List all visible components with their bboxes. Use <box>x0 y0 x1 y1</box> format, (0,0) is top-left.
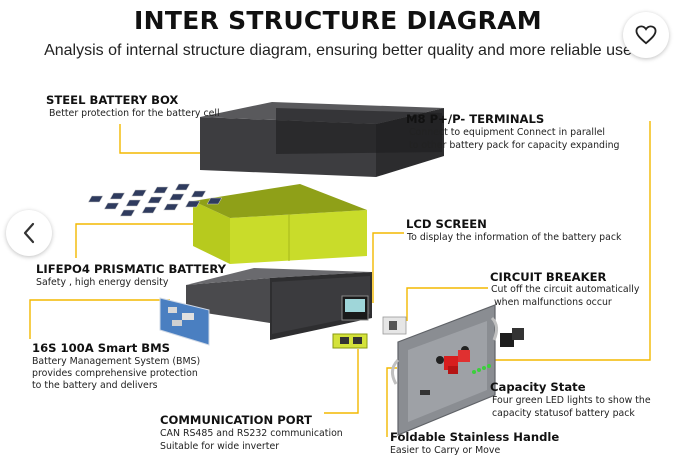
page-subtitle: Analysis of internal structure diagram, … <box>44 42 632 59</box>
comm-port-desc-2: Suitable for wide inverter <box>160 441 280 452</box>
heart-icon <box>635 25 657 45</box>
handle-title: Foldable Stainless Handle <box>390 430 560 444</box>
lifepo4-battery-cells <box>87 183 367 264</box>
steel-box-title: STEEL BATTERY BOX <box>46 93 179 107</box>
favorite-button[interactable] <box>623 12 669 58</box>
communication-port <box>332 333 368 349</box>
chevron-left-icon <box>23 222 35 244</box>
handle-desc: Easier to Carry or Move <box>390 445 501 456</box>
capacity-desc-2: capacity statusof battery pack <box>492 408 635 419</box>
lcd-screen <box>341 295 369 321</box>
lcd-desc: To display the information of the batter… <box>407 232 622 243</box>
lcd-title: LCD SCREEN <box>406 217 487 231</box>
bms-desc-1: Battery Management System (BMS) <box>32 356 201 367</box>
comm-port-desc-1: CAN RS485 and RS232 communication <box>160 428 343 439</box>
breaker-desc-1: Cut off the circuit automatically <box>491 284 640 295</box>
terminals-title: M8 P+/P- TERMINALS <box>406 112 545 126</box>
breaker-desc-2: when malfunctions occur <box>494 297 612 308</box>
terminals-desc-1: Connect to equipment Connect in parallel <box>409 127 605 138</box>
comm-port-title: COMMUNICATION PORT <box>160 413 312 427</box>
bms-board <box>159 297 210 346</box>
capacity-title: Capacity State <box>490 380 586 394</box>
battery-desc: Safety , high energy density <box>36 277 169 288</box>
page-title: INTER STRUCTURE DIAGRAM <box>134 6 542 35</box>
battery-title: LIFEPO4 PRISMATIC BATTERY <box>36 262 227 276</box>
terminals <box>444 328 524 374</box>
bms-desc-3: to the battery and delivers <box>32 380 158 391</box>
bms-desc-2: provides comprehensive protection <box>32 368 198 379</box>
bms-title: 16S 100A Smart BMS <box>32 341 171 355</box>
steel-battery-box <box>200 102 444 177</box>
terminals-desc-2: to other battery pack for capacity expan… <box>409 140 620 151</box>
steel-box-desc: Better protection for the battery cell <box>49 108 220 119</box>
capacity-desc-1: Four green LED lights to show the <box>492 395 651 406</box>
breaker-title: CIRCUIT BREAKER <box>490 270 607 284</box>
circuit-breaker <box>382 316 407 335</box>
previous-image-button[interactable] <box>6 210 52 256</box>
